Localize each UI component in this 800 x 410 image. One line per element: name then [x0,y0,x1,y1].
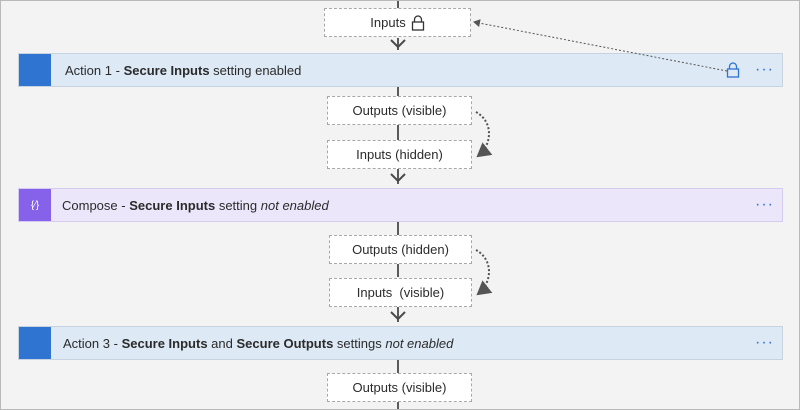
connector-line [397,86,399,96]
compose-title: Compose - Secure Inputs setting not enab… [62,197,329,213]
action-icon [19,327,51,359]
inputs-hidden-box[interactable]: Inputs (hidden) [327,140,472,169]
arrow-down-icon [390,39,406,49]
more-options-icon[interactable]: ··· [755,196,774,213]
arrow-down-icon [390,173,406,183]
connector-line [397,263,399,277]
more-options-icon[interactable]: ··· [755,61,774,78]
action-3-card[interactable]: Action 3 - Secure Inputs and Secure Outp… [18,326,783,360]
swap-arrow [475,249,493,296]
inputs-box[interactable]: Inputs [324,8,471,37]
compose-action-card[interactable]: {⁄} Compose - Secure Inputs setting not … [18,188,783,222]
arrow-down-icon [390,311,406,321]
swap-arrow [475,111,493,158]
action-1-card[interactable]: Action 1 - Secure Inputs setting enabled… [18,53,783,87]
lock-icon [726,62,740,78]
action-1-title: Action 1 - Secure Inputs setting enabled [65,62,302,78]
connector-line [397,38,399,50]
connector-line [397,221,399,235]
outputs-visible-box[interactable]: Outputs (visible) [327,373,472,402]
connector-line [397,124,399,140]
connector-line [397,0,399,8]
inputs-label: Inputs [370,15,406,30]
outputs-visible-box[interactable]: Outputs (visible) [327,96,472,125]
connector-line [397,401,399,410]
lock-icon [411,14,424,31]
connector-line [397,359,399,373]
pointer-line [473,19,728,72]
connector-line [397,168,399,184]
inputs-visible-box[interactable]: Inputs (visible) [329,278,472,307]
compose-icon: {⁄} [19,189,51,221]
connector-line [397,306,399,322]
outputs-hidden-box[interactable]: Outputs (hidden) [329,235,472,264]
action-icon [19,54,51,86]
more-options-icon[interactable]: ··· [755,334,774,351]
action-3-title: Action 3 - Secure Inputs and Secure Outp… [63,335,454,351]
